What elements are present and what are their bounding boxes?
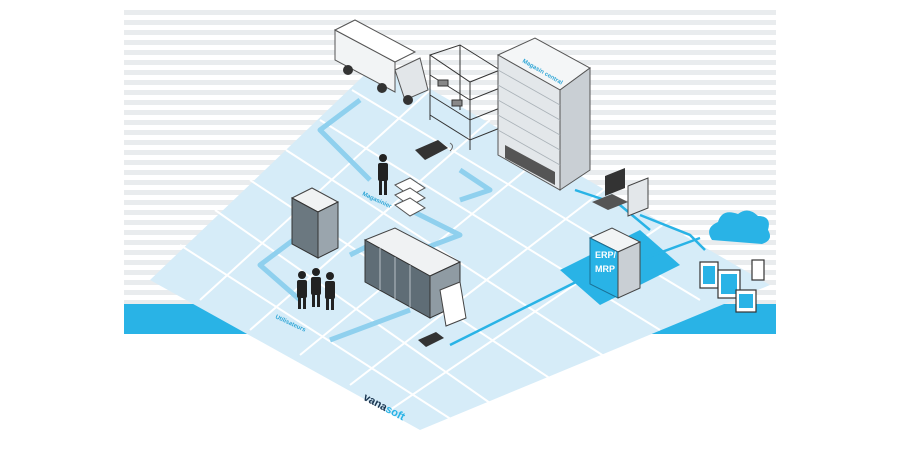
cloud-icon: [709, 210, 770, 244]
erp-label: ERP/: [595, 250, 617, 260]
truck-icon: [333, 19, 429, 105]
devices-icon: [699, 259, 765, 313]
storage-tower-icon: [496, 37, 591, 191]
cart-icon: [394, 177, 426, 217]
handheld-scanner-icon: [415, 140, 453, 160]
worker-icon: [378, 154, 388, 195]
locker-cabinet-icon: [290, 187, 340, 259]
flow-lines: [257, 98, 493, 343]
mrp-label: MRP: [595, 264, 615, 274]
handheld-scanner-icon-2: [418, 332, 444, 347]
server-icon: [588, 227, 642, 299]
vending-machine-icon: [363, 227, 467, 327]
computer-icon: [592, 168, 649, 217]
users-group-icon: [297, 268, 335, 310]
